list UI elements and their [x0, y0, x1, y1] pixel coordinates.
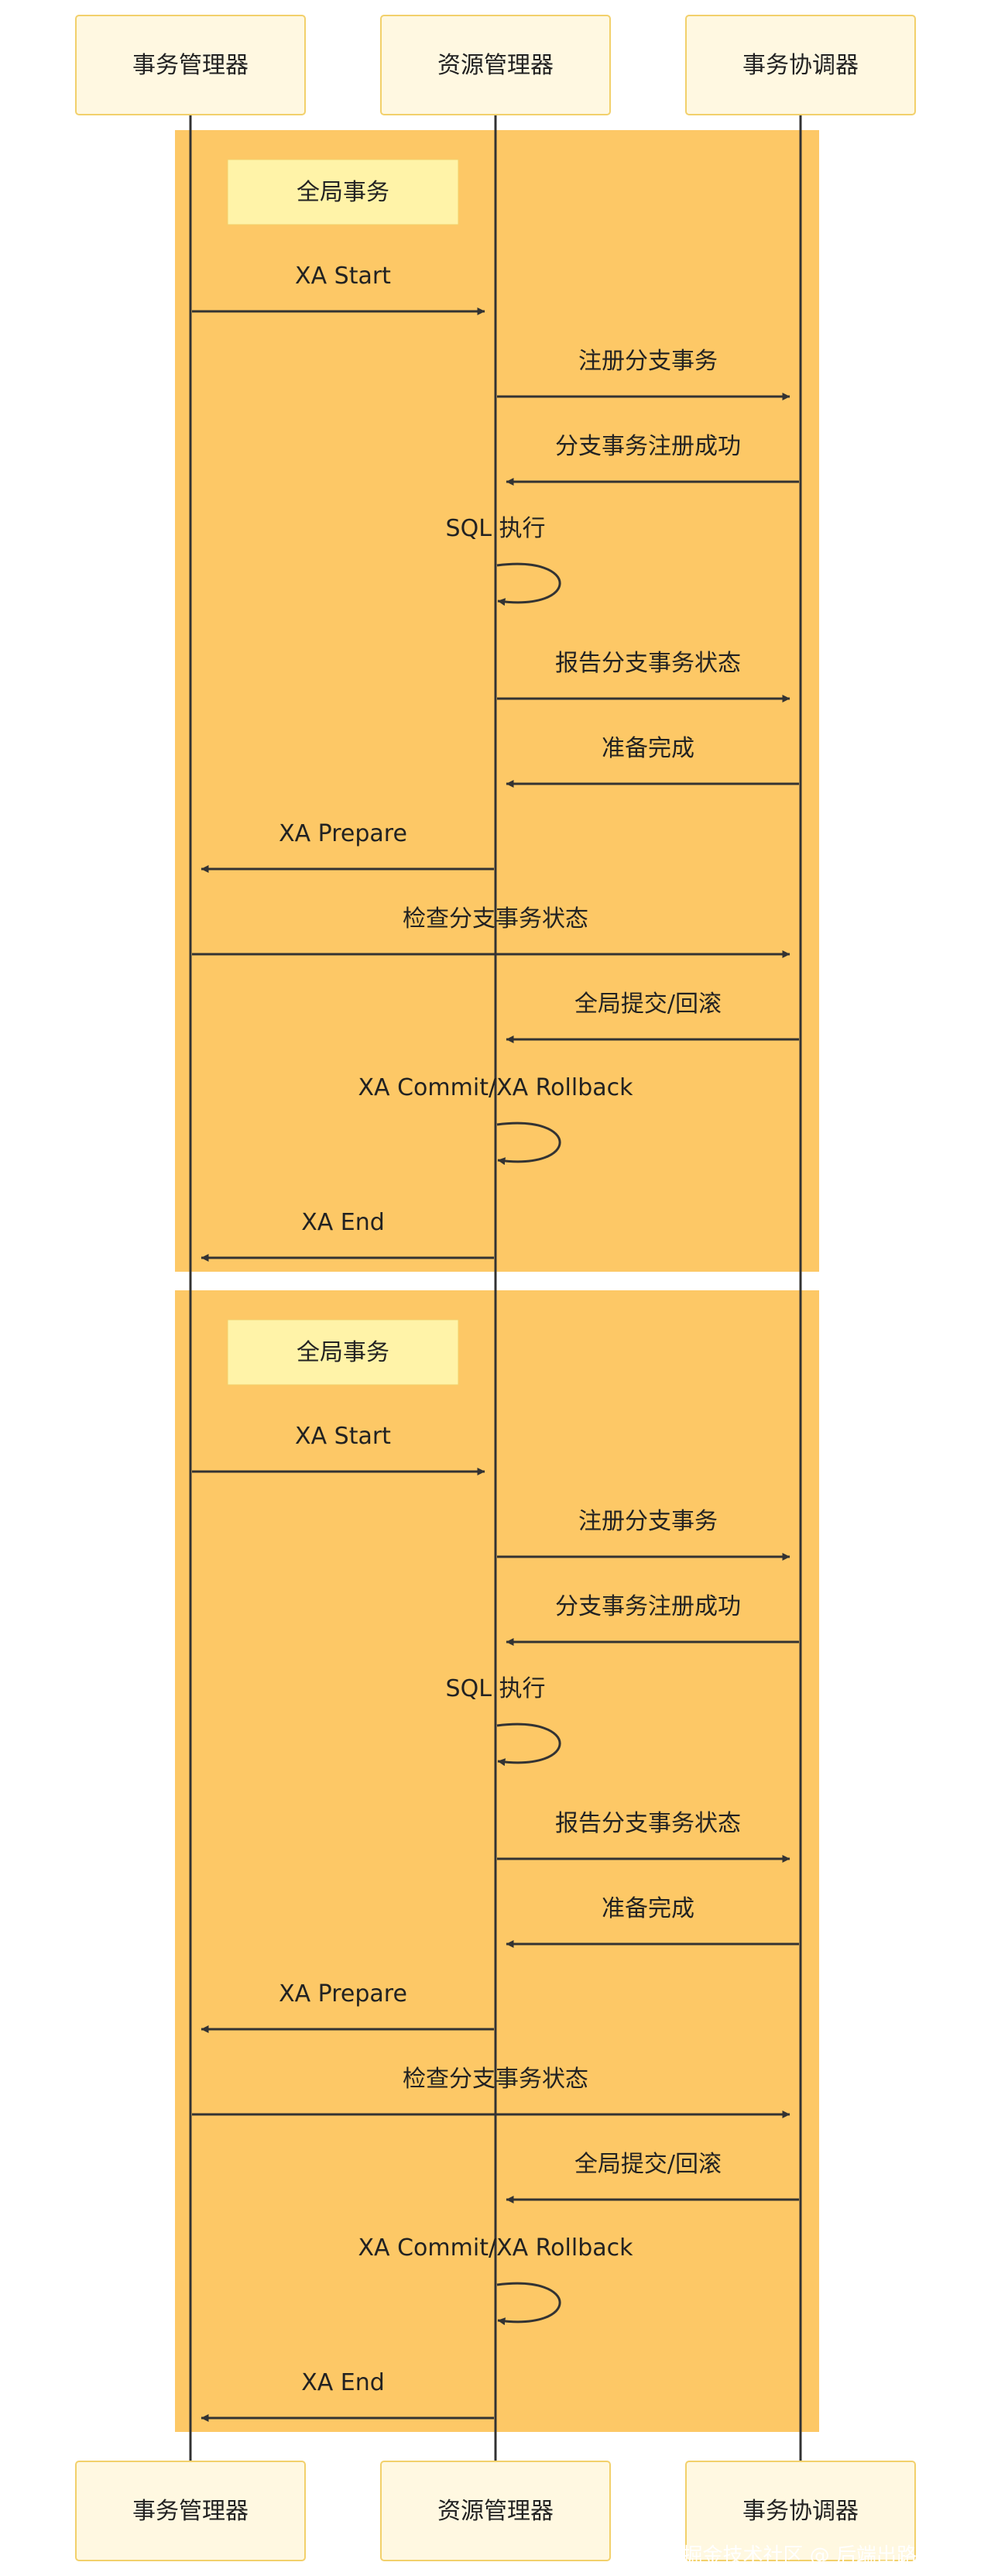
message: 全局提交/回滚	[506, 2151, 799, 2203]
group-note	[227, 1319, 459, 1386]
message-label: SQL 执行	[446, 515, 546, 542]
message: XA Prepare	[201, 1980, 494, 2033]
message-label: 报告分支事务状态	[555, 1810, 741, 1837]
message-label: XA Commit/XA Rollback	[358, 2234, 634, 2262]
message: XA Prepare	[201, 820, 494, 873]
message-label: SQL 执行	[446, 1675, 546, 1702]
message-label: XA Start	[295, 1423, 391, 1450]
self-arrow	[496, 1722, 561, 1767]
transaction-group: 全局事务	[175, 130, 819, 1272]
message-label: 全局提交/回滚	[574, 2151, 722, 2178]
participant-top-tm: 事务管理器	[75, 15, 306, 115]
participant-label: 资源管理器	[437, 2498, 554, 2525]
message-label: 准备完成	[602, 735, 694, 762]
participant-label: 事务管理器	[132, 2498, 249, 2525]
participant-box	[685, 2461, 916, 2561]
participant-label: 事务管理器	[132, 52, 249, 79]
message-label: 注册分支事务	[578, 1508, 718, 1535]
self-arrow	[496, 1121, 561, 1166]
message-label: XA End	[301, 1209, 385, 1236]
message-label: 检查分支事务状态	[403, 2066, 588, 2093]
participant-box	[685, 15, 916, 115]
message: 全局提交/回滚	[506, 991, 799, 1043]
message: 检查分支事务状态	[192, 905, 790, 958]
message: 注册分支事务	[497, 348, 790, 400]
participant-top-rm: 资源管理器	[380, 15, 611, 115]
message-label: 报告分支事务状态	[555, 650, 741, 677]
participant-bottom-rm: 资源管理器	[380, 2461, 611, 2561]
message-label: 注册分支事务	[578, 348, 718, 375]
message: XA Start	[192, 1423, 485, 1475]
group-background	[175, 1290, 819, 2432]
message-label: XA Prepare	[279, 1980, 407, 2008]
message-label: 检查分支事务状态	[403, 905, 588, 933]
message: XA End	[201, 1209, 494, 1262]
group-note-label: 全局事务	[297, 179, 389, 206]
message: XA Commit/XA Rollback	[358, 1074, 634, 1166]
participant-bottom-tc: 事务协调器	[685, 2461, 916, 2561]
group-note	[227, 159, 459, 225]
message-label: 全局提交/回滚	[574, 991, 722, 1018]
message: 准备完成	[506, 735, 799, 788]
participant-label: 事务协调器	[742, 2498, 859, 2525]
message-label: XA Start	[295, 263, 391, 290]
message-label: XA Prepare	[279, 820, 407, 847]
participant-box	[75, 15, 306, 115]
participant-bottom-tm: 事务管理器	[75, 2461, 306, 2561]
participant-top-tc: 事务协调器	[685, 15, 916, 115]
participant-label: 资源管理器	[437, 52, 554, 79]
message-label: XA End	[301, 2369, 385, 2396]
self-arrow	[496, 2282, 561, 2326]
message: SQL 执行	[446, 1675, 561, 1767]
watermark: 掘金技术社区 @ 后端出路在何方	[682, 2544, 977, 2567]
transaction-group: 全局事务	[175, 1290, 819, 2432]
group-background	[175, 130, 819, 1272]
message: 准备完成	[506, 1895, 799, 1948]
message: XA Start	[192, 263, 485, 315]
message: 报告分支事务状态	[497, 1810, 790, 1863]
message: 分支事务注册成功	[506, 1593, 799, 1646]
message-label: 分支事务注册成功	[555, 1593, 741, 1620]
group-note-label: 全局事务	[297, 1339, 389, 1366]
message: XA Commit/XA Rollback	[358, 2234, 634, 2326]
message: 报告分支事务状态	[497, 650, 790, 702]
message: 检查分支事务状态	[192, 2066, 790, 2118]
self-arrow	[496, 562, 561, 606]
message-label: 准备完成	[602, 1895, 694, 1922]
message-label: 分支事务注册成功	[555, 433, 741, 460]
message: 注册分支事务	[497, 1508, 790, 1561]
participant-box	[380, 15, 611, 115]
message-label: XA Commit/XA Rollback	[358, 1074, 634, 1101]
message: 分支事务注册成功	[506, 433, 799, 486]
message: XA End	[201, 2369, 494, 2422]
message: SQL 执行	[446, 515, 561, 606]
participant-box	[380, 2461, 611, 2561]
participant-box	[75, 2461, 306, 2561]
participant-label: 事务协调器	[742, 52, 859, 79]
